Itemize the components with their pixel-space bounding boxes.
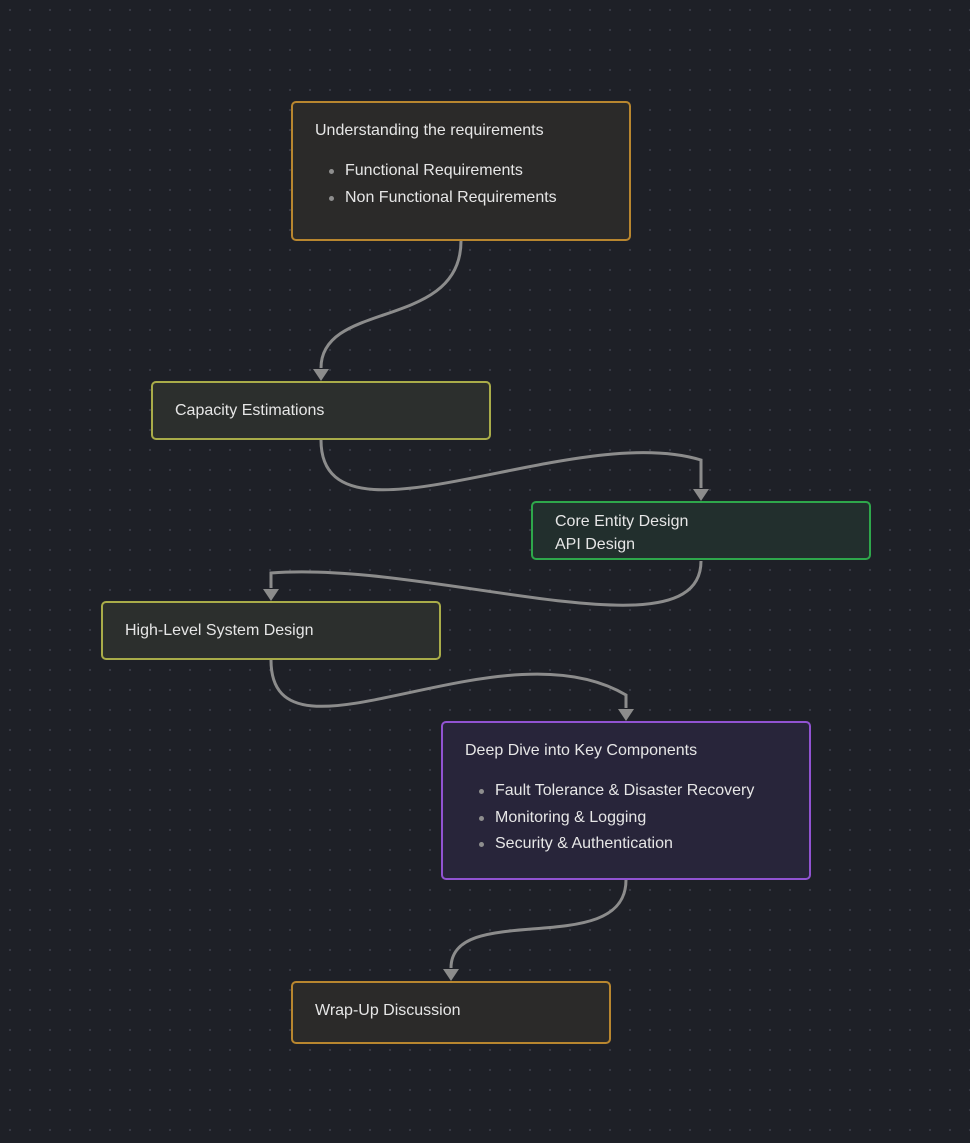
arrowhead-core: [693, 489, 709, 501]
arrowhead-wrapup: [443, 969, 459, 981]
node-title: High-Level System Design: [125, 622, 314, 639]
edge-highlevel-to-deepdive: [269, 659, 628, 708]
node-line: API Design: [555, 536, 636, 553]
node-title: Capacity Estimations: [175, 402, 325, 419]
components-list: Fault Tolerance & Disaster Recovery Moni…: [465, 778, 787, 858]
node-wrap-up-discussion[interactable]: Wrap-Up Discussion: [291, 981, 611, 1044]
node-core-entity-api-design[interactable]: Core Entity Design API Design: [531, 501, 871, 560]
list-item: Functional Requirements: [329, 158, 607, 185]
edge-deepdive-to-wrapup: [449, 879, 628, 969]
node-understanding-requirements[interactable]: Understanding the requirements Functiona…: [291, 101, 631, 241]
node-high-level-system-design[interactable]: High-Level System Design: [101, 601, 441, 660]
node-line: Core Entity Design: [555, 513, 689, 530]
arrowhead-deepdive: [618, 709, 634, 721]
requirements-list: Functional Requirements Non Functional R…: [315, 158, 607, 211]
arrowhead-capacity: [313, 369, 329, 381]
edge-requirements-to-capacity: [319, 240, 463, 369]
node-title: Deep Dive into Key Components: [465, 742, 698, 759]
list-item: Monitoring & Logging: [479, 805, 787, 832]
edge-capacity-to-core: [319, 439, 703, 492]
node-capacity-estimations[interactable]: Capacity Estimations: [151, 381, 491, 440]
edge-core-to-highlevel: [269, 560, 703, 607]
list-item: Fault Tolerance & Disaster Recovery: [479, 778, 787, 805]
node-deep-dive-key-components[interactable]: Deep Dive into Key Components Fault Tole…: [441, 721, 811, 880]
node-title: Understanding the requirements: [315, 122, 544, 139]
arrowhead-highlevel: [263, 589, 279, 601]
list-item: Non Functional Requirements: [329, 185, 607, 212]
list-item: Security & Authentication: [479, 831, 787, 858]
node-title: Wrap-Up Discussion: [315, 1002, 461, 1019]
